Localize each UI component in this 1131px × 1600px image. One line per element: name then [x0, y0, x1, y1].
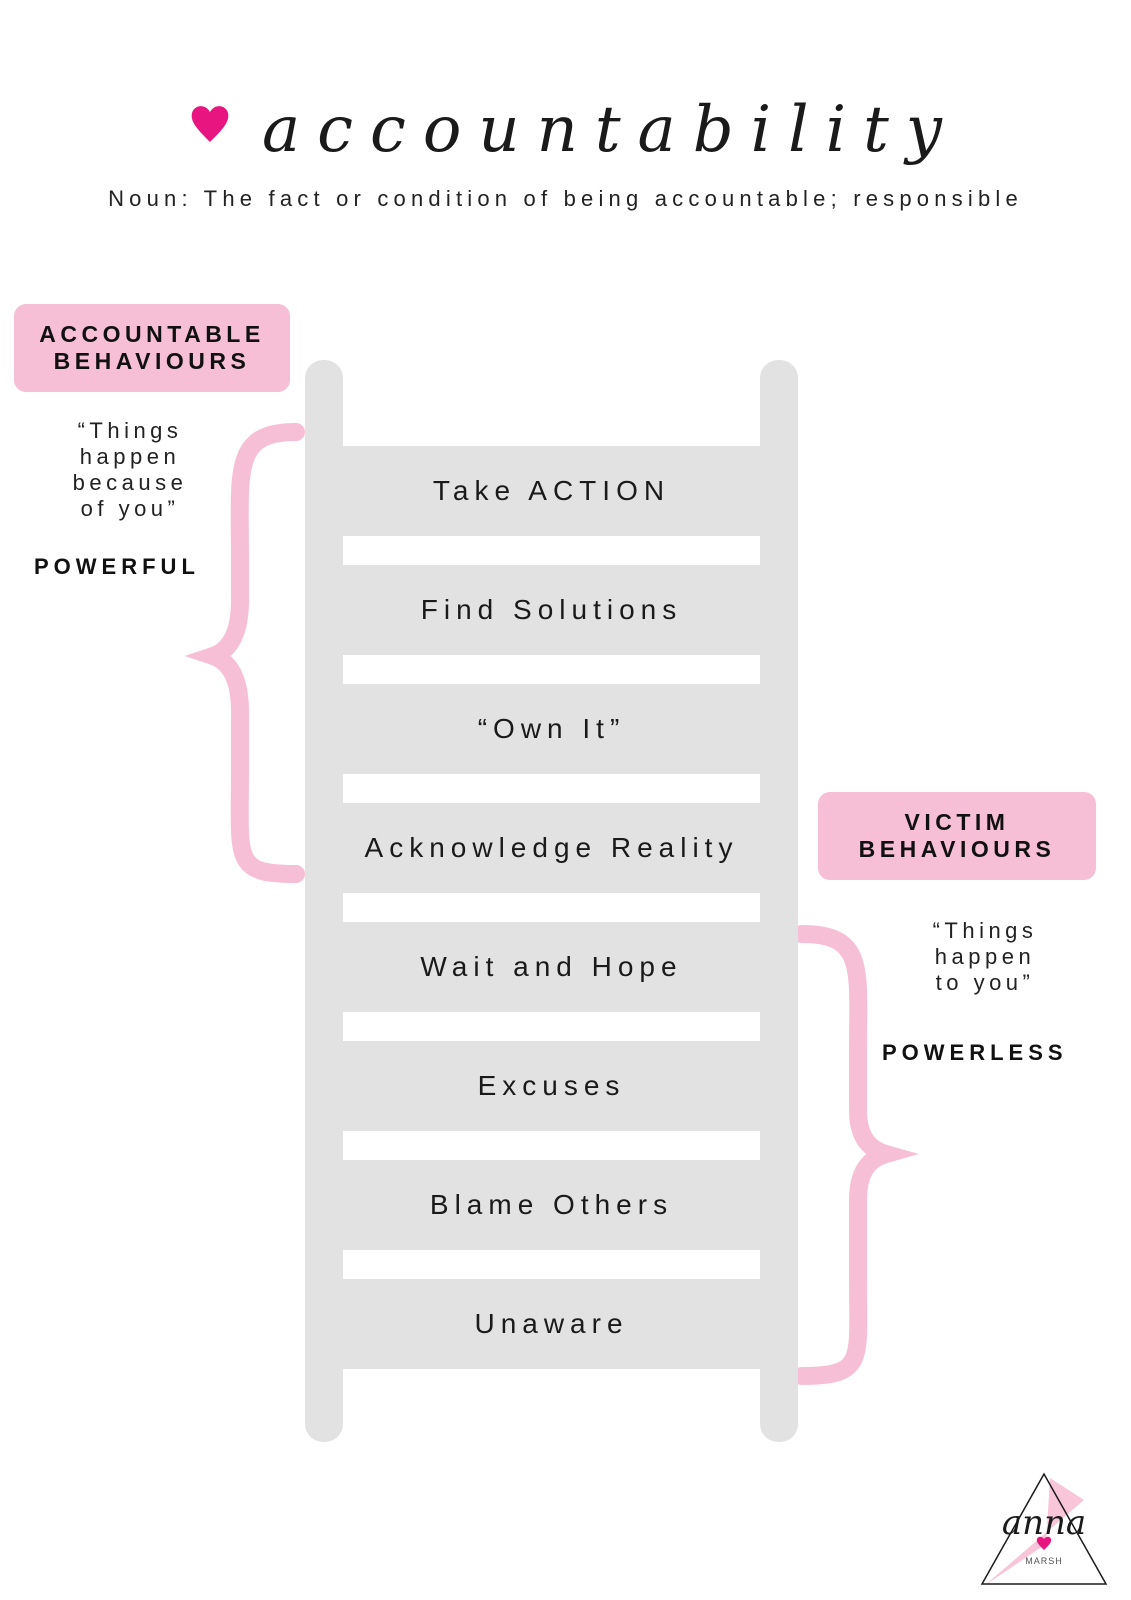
definition-text: Noun: The fact or condition of being acc… — [108, 186, 1023, 211]
accountable-label-line1: ACCOUNTABLE — [39, 321, 265, 347]
victim-quote: “Things happen to you” — [890, 918, 1080, 996]
ladder-rung: Excuses — [343, 1041, 760, 1131]
heart-icon — [191, 106, 229, 142]
ladder-rung: Unaware — [343, 1279, 760, 1369]
ladder-rung: Blame Others — [343, 1160, 760, 1250]
victim-label-line1: VICTIM — [904, 809, 1010, 835]
quote-line: of you” — [80, 496, 180, 521]
victim-brace — [793, 925, 919, 1385]
accountable-quote: “Things happen because of you” — [40, 418, 220, 522]
page-title: accountability — [262, 93, 959, 167]
quote-line: because — [72, 470, 188, 495]
ladder-rung: Wait and Hope — [343, 922, 760, 1012]
ladder-right-rail — [760, 360, 798, 1442]
ladder-rung: Find Solutions — [343, 565, 760, 655]
accountable-label-line2: BEHAVIOURS — [53, 348, 251, 374]
quote-line: happen — [79, 444, 181, 469]
ladder-rung: Acknowledge Reality — [343, 803, 760, 893]
quote-line: “Things — [77, 418, 183, 443]
ladder-left-rail — [305, 360, 343, 1442]
powerless-label: POWERLESS — [882, 1040, 1068, 1065]
victim-label-line2: BEHAVIOURS — [858, 836, 1056, 862]
victim-behaviours-label: VICTIM BEHAVIOURS — [818, 792, 1096, 880]
quote-line: happen — [934, 944, 1036, 969]
ladder-rung: Take ACTION — [343, 446, 760, 536]
powerful-label: POWERFUL — [34, 554, 200, 579]
ladder-rung: “Own It” — [343, 684, 760, 774]
accountable-behaviours-label: ACCOUNTABLE BEHAVIOURS — [14, 304, 290, 392]
logo-name: anna — [1002, 1503, 1086, 1543]
logo-heart-icon — [1036, 1536, 1052, 1550]
quote-line: “Things — [932, 918, 1038, 943]
anna-marsh-logo: anna MARSH — [980, 1472, 1108, 1586]
quote-line: to you” — [935, 970, 1035, 995]
logo-surname: MARSH — [1025, 1556, 1063, 1566]
accountable-brace — [184, 423, 305, 883]
